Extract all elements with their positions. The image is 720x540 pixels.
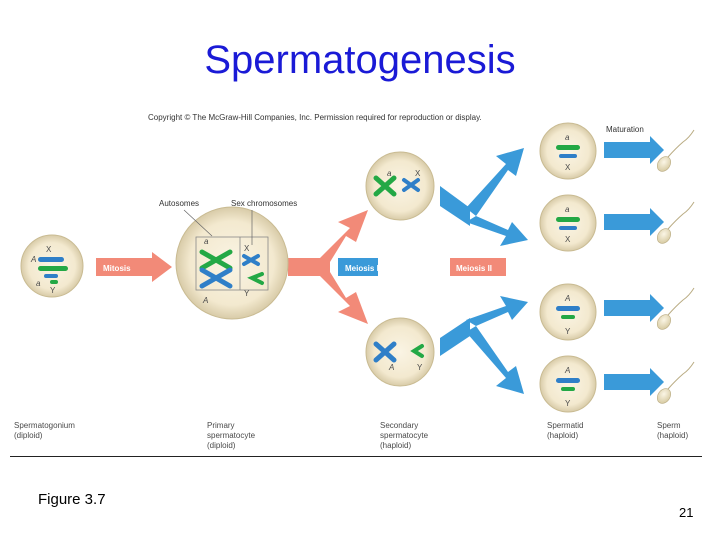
chromosome (556, 217, 580, 222)
label-big-a: A (564, 366, 570, 375)
stage-label-spermatid: Spermatid (haploid) (547, 421, 583, 440)
label-big-a: A (202, 296, 208, 305)
chromosome (402, 178, 420, 192)
sperm (656, 361, 695, 404)
mitosis-arrow: Mitosis (96, 252, 172, 282)
chromosome (247, 272, 264, 285)
spermatid-cell: A Y (539, 355, 597, 413)
page-number: 21 (679, 505, 694, 520)
chromosome (559, 154, 577, 158)
stage-title: Sperm (657, 421, 681, 430)
label-small-a: a (204, 237, 209, 246)
mitosis-label: Mitosis (103, 264, 131, 273)
label-y: Y (417, 363, 423, 372)
spermatid-cell: a X (539, 122, 597, 180)
stage-label-primary: Primary spermatocyte (diploid) (207, 421, 256, 450)
label-x: X (244, 244, 250, 253)
sperm (656, 287, 695, 330)
secondary-spermatocyte-bottom-cell: A Y (365, 317, 435, 387)
stage-title: Secondary (380, 421, 418, 430)
label-x: X (46, 245, 52, 254)
chromosome (373, 341, 397, 363)
chromosome (559, 226, 577, 230)
spermatid-cell: A Y (539, 283, 597, 341)
stage-ploidy: (diploid) (14, 431, 43, 440)
label-y: Y (50, 286, 56, 295)
copyright-notice: Copyright © The McGraw-Hill Companies, I… (148, 113, 482, 122)
chromosome (556, 378, 580, 383)
stage-title: Spermatogonium (14, 421, 75, 430)
autosomes-callout: Autosomes (159, 199, 199, 208)
chromosome (373, 175, 397, 197)
label-y: Y (244, 289, 250, 298)
chromosome (199, 267, 233, 289)
label-big-a: A (30, 255, 36, 264)
stage-label-sperm: Sperm (haploid) (657, 421, 688, 440)
stage-ploidy: (haploid) (657, 431, 688, 440)
stage-ploidy: (haploid) (380, 441, 411, 450)
callouts: Autosomes Sex chromosomes (159, 199, 297, 245)
chromosome (556, 306, 580, 311)
label-big-a: A (388, 363, 394, 372)
label-small-a: a (387, 169, 392, 178)
chromosome (38, 266, 68, 271)
meiosis-1-arrow: Meiosis I (288, 210, 379, 324)
maturation-arrows: Maturation (604, 125, 664, 396)
label-x: X (565, 235, 571, 244)
spermatogonium-cell: X A a Y (20, 234, 84, 298)
label-small-a: a (565, 133, 570, 142)
label-small-a: a (36, 279, 41, 288)
stage-title: Primary (207, 421, 235, 430)
label-small-a: a (565, 205, 570, 214)
chromosome (50, 280, 58, 284)
chromosome (38, 257, 64, 262)
primary-spermatocyte-cell: a X A Y (175, 206, 289, 320)
chromosome (199, 249, 233, 271)
sperm (656, 129, 695, 172)
stage-title: spermatocyte (380, 431, 429, 440)
label-x: X (565, 163, 571, 172)
stage-label-secondary: Secondary spermatocyte (haploid) (380, 421, 429, 450)
secondary-spermatocyte-top-cell: a X (365, 151, 435, 221)
meiosis-2-fork-bottom (440, 296, 528, 394)
stage-label-spermatogonium: Spermatogonium (diploid) (14, 421, 75, 440)
stage-ploidy: (haploid) (547, 431, 578, 440)
label-y: Y (565, 327, 571, 336)
stage-ploidy: (diploid) (207, 441, 236, 450)
sperm (656, 201, 695, 244)
chromosome (561, 315, 575, 319)
spermatid-cell: a X (539, 194, 597, 252)
meiosis-2-fork-top (440, 148, 528, 246)
label-y: Y (565, 399, 571, 408)
chromosome (561, 387, 575, 391)
figure-label: Figure 3.7 (38, 491, 106, 508)
maturation-label: Maturation (606, 125, 644, 134)
chromosome (556, 145, 580, 150)
stage-title: spermatocyte (207, 431, 256, 440)
meiosis-1-label: Meiosis I (345, 264, 379, 273)
label-x: X (415, 169, 421, 178)
chromosome (410, 344, 424, 358)
label-big-a: A (564, 294, 570, 303)
chromosome (44, 274, 58, 278)
divider-line (10, 456, 702, 457)
stage-title: Spermatid (547, 421, 583, 430)
meiosis-2-label: Meiosis II (456, 264, 492, 273)
chromosome (242, 254, 260, 266)
slide-title: Spermatogenesis (204, 38, 516, 82)
meiosis-2-arrow: Meiosis II (450, 258, 506, 276)
sex-chromosomes-callout: Sex chromosomes (231, 199, 297, 208)
